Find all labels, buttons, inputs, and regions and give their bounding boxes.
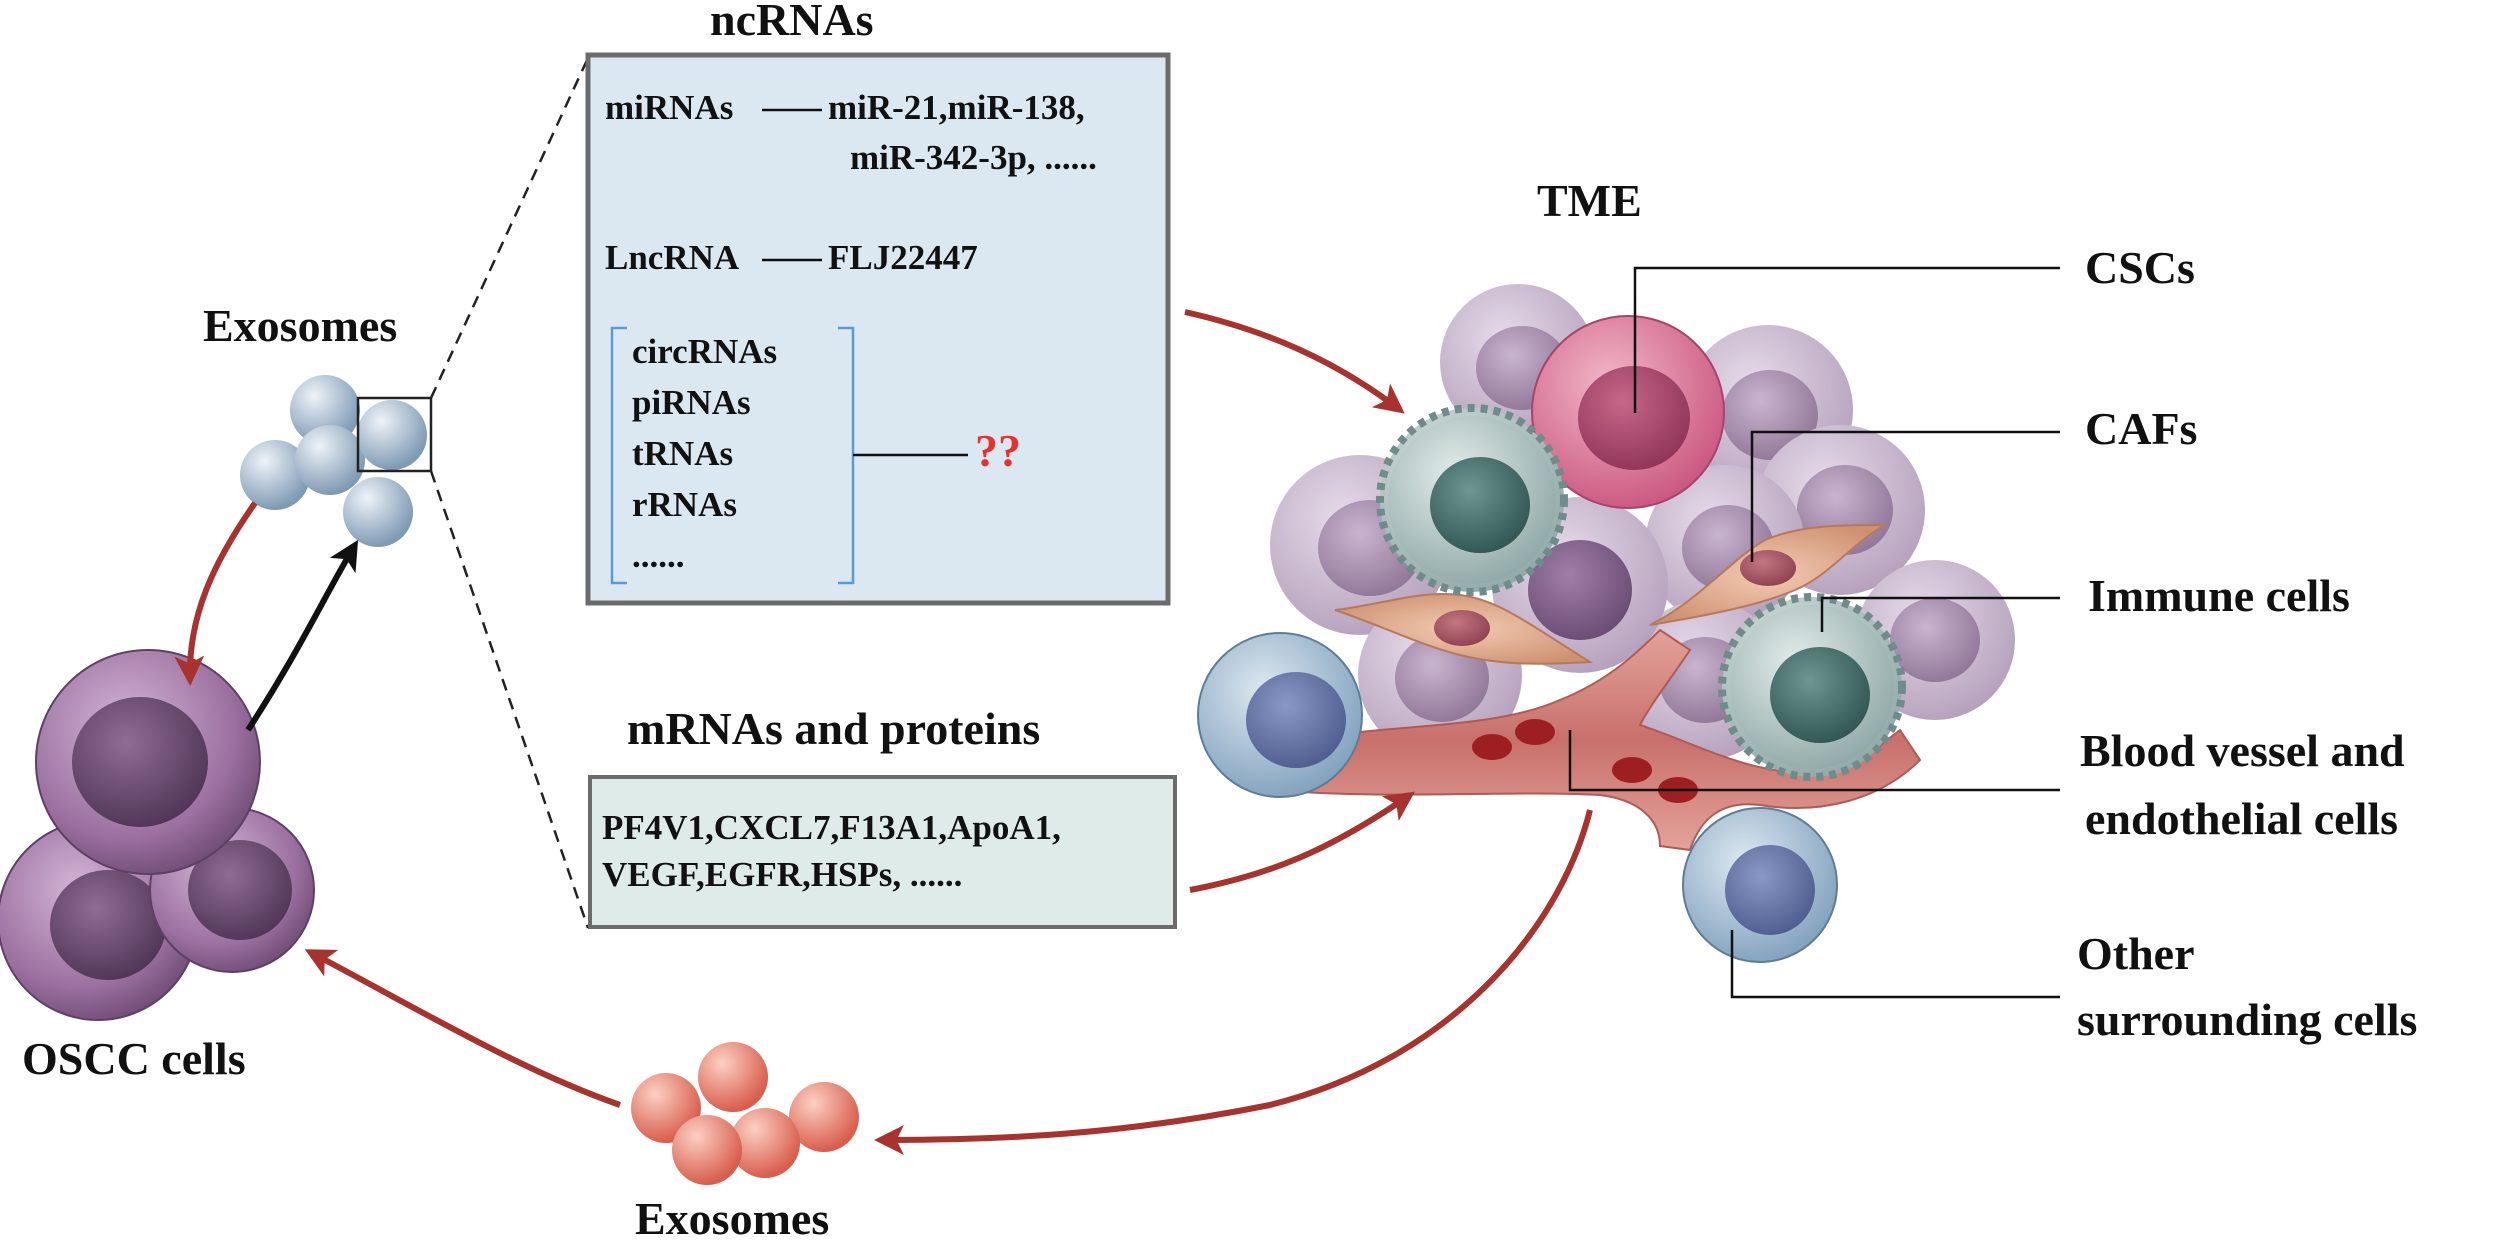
leader-caf [1750, 430, 2060, 562]
oscc-label: OSCC cells [22, 1033, 246, 1084]
lncrna-label: LncRNA [605, 238, 740, 277]
leader-vessel [1568, 730, 2060, 792]
lncrna-value: FLJ22447 [828, 238, 978, 277]
tme-cluster [1197, 284, 2015, 963]
zoom-line-bottom [429, 470, 590, 929]
arrow-exosome-to-oscc-bottom [304, 949, 621, 1108]
mrna-box [588, 775, 1177, 929]
unknown-item-trna: tRNAs [632, 434, 734, 473]
leader-immune [1820, 596, 2060, 632]
cancer-stem-cell-icon [1531, 315, 1725, 509]
immune-label: Immune cells [2088, 570, 2350, 621]
arrow-ncrna-to-tme [1184, 309, 1405, 414]
caf-label: CAFs [2085, 403, 2198, 454]
blood-vessel-label-line1: Blood vessel and [2080, 725, 2405, 776]
mrna-line1: PF4V1,CXCL7,F13A1,ApoA1, [602, 808, 1061, 847]
exosome-vesicle-icon [240, 375, 433, 547]
leader-csc [1633, 266, 2060, 413]
unknown-item-circrna: circRNAs [632, 332, 778, 371]
exosome-vesicle-icon [631, 1042, 859, 1185]
csc-label: CSCs [2085, 242, 2195, 293]
mrna-line2: VEGF,EGFR,HSPs, ...... [602, 855, 963, 894]
exosome-zoom-box [356, 396, 433, 473]
unknown-item-rrna: rRNAs [632, 485, 737, 524]
mirna-label: miRNAs [605, 88, 734, 127]
fibroblast-icon [1334, 523, 1889, 665]
oscc-cell-icon [0, 649, 315, 1021]
blood-vessel-label-line2: endothelial cells [2085, 793, 2399, 844]
arrow-exosome-to-oscc [174, 501, 258, 686]
mirna-values-line1: miR-21,miR-138, [828, 88, 1085, 127]
exosomes-bottom-label: Exosomes [635, 1193, 830, 1244]
unknown-item-pirna: piRNAs [632, 383, 751, 422]
other-cells-label-line1: Other [2077, 928, 2195, 979]
arrow-oscc-to-exosome [245, 539, 359, 732]
surrounding-cell-icon [1197, 632, 1838, 963]
immune-cell-icon [1376, 404, 1906, 781]
mirna-values-line2: miR-342-3p, ...... [850, 138, 1097, 177]
tme-title: TME [1537, 175, 1642, 226]
blood-vessel-icon [1258, 628, 1922, 852]
exosomes-top-label: Exosomes [203, 300, 398, 351]
mrnas-title: mRNAs and proteins [627, 703, 1041, 754]
ncrnas-title: ncRNAs [710, 0, 874, 45]
arrow-mrna-to-tme [1189, 791, 1415, 893]
unknown-marker: ?? [975, 425, 1021, 476]
bracket-left [610, 326, 627, 585]
leader-other [1730, 930, 2060, 999]
other-cells-label-line2: surrounding cells [2077, 994, 2418, 1045]
zoom-line-top [429, 57, 590, 399]
ncrna-box [585, 52, 1171, 606]
arrow-tme-to-exosome [874, 809, 1593, 1155]
unknown-item-more: ...... [632, 536, 685, 575]
